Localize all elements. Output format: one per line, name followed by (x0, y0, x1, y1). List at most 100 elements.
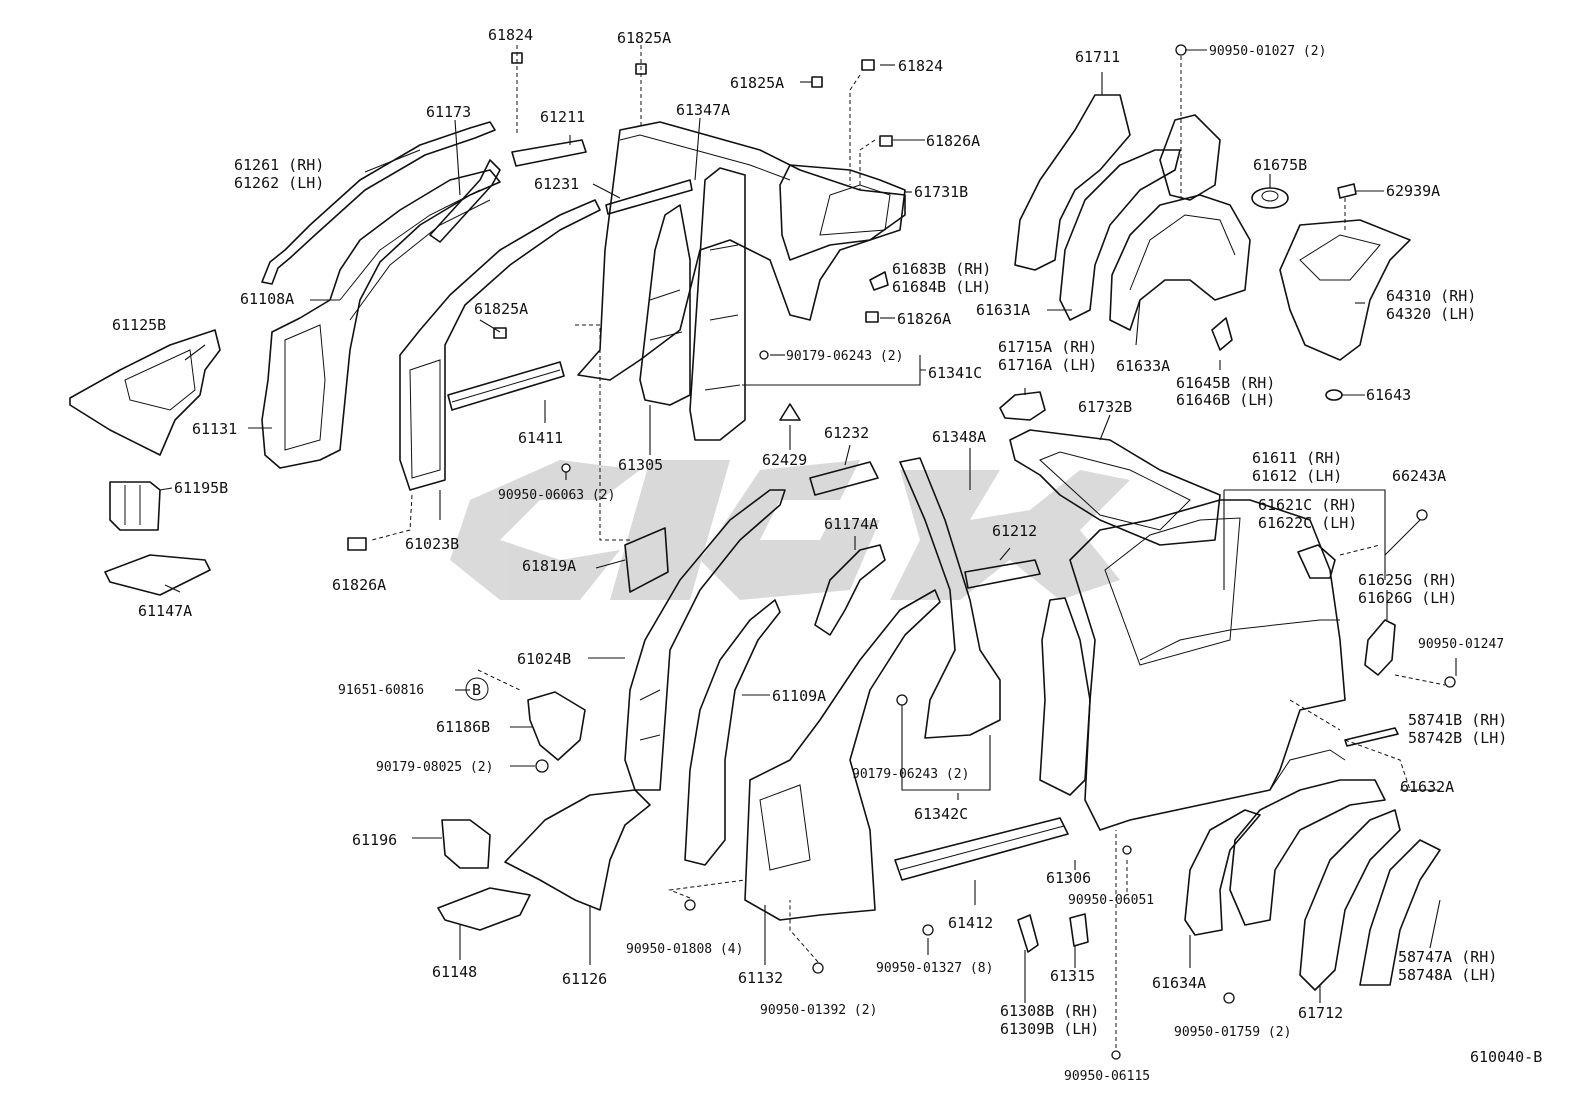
label-61232: 61232 (824, 424, 869, 442)
label-61715a: 61715A (RH) (998, 338, 1097, 356)
label-61186b: 61186B (436, 718, 490, 736)
label-58748a: 58748A (LH) (1398, 966, 1497, 984)
label-61825a-top: 61825A (617, 29, 671, 47)
pad-61819a (624, 527, 669, 593)
pillar-61306 (1039, 597, 1091, 796)
bracket-61645b (1211, 317, 1233, 351)
plate-61147a (104, 554, 211, 596)
label-61211: 61211 (540, 108, 585, 126)
sill-61411 (447, 361, 565, 411)
label-61109a: 61109A (772, 687, 826, 705)
label-61826a-low: 61826A (332, 576, 386, 594)
label-61711: 61711 (1075, 48, 1120, 66)
label-61632a: 61632A (1400, 778, 1454, 796)
bolt-90950-06115 (1111, 1050, 1121, 1060)
quarter-panel-61611 (1069, 499, 1346, 831)
label-61712: 61712 (1298, 1004, 1343, 1022)
pillar-61305 (639, 204, 691, 406)
label-61819a: 61819A (522, 557, 576, 575)
bolt-90950-01808 (684, 899, 696, 911)
label-61621c: 61621C (RH) (1258, 496, 1357, 514)
label-61683b: 61683B (RH) (892, 260, 991, 278)
label-61341c: 61341C (928, 364, 982, 382)
label-90950-01808: 90950-01808 (4) (626, 942, 743, 957)
wheelhouse-61631a (1059, 149, 1181, 321)
label-61633a: 61633A (1116, 357, 1170, 375)
label-61826a-mid: 61826A (897, 310, 951, 328)
label-61625g: 61625G (RH) (1358, 571, 1457, 589)
roof-rail-61261 (261, 121, 496, 285)
clip-61826a-mid (865, 311, 879, 323)
bolt-90179-08025 (535, 759, 549, 773)
figure-code: 610040-B (1470, 1048, 1542, 1066)
bolt-90179-06243a (759, 350, 769, 360)
clip-61826a-top (879, 135, 893, 147)
label-66243a: 66243A (1392, 467, 1446, 485)
pillar-61347a (689, 167, 746, 441)
bolt-90950-06051 (1122, 845, 1132, 855)
label-61645b: 61645B (RH) (1176, 374, 1275, 392)
label-61684b: 61684B (LH) (892, 278, 991, 296)
bracket-61232 (809, 461, 879, 496)
liner-58747a (1359, 839, 1441, 986)
label-61108a: 61108A (240, 290, 294, 308)
clip-61683b (869, 271, 889, 291)
bolt-90179-06243b (896, 694, 908, 706)
labels: 61824 61825A 61825A 61824 61826A 61731B … (112, 26, 1542, 1084)
rail-61211 (511, 139, 587, 167)
plate-61315 (1069, 913, 1089, 947)
bracket-61174a (814, 544, 886, 636)
label-61306: 61306 (1046, 869, 1091, 887)
label-64320: 64320 (LH) (1386, 305, 1476, 323)
bracket-61621c (1297, 544, 1336, 579)
label-61732b: 61732B (1078, 398, 1132, 416)
bracket-61195b (109, 481, 161, 531)
label-90950-06063: 90950-06063 (2) (498, 488, 615, 503)
plate-61308b (1017, 914, 1039, 953)
panel-61731b (779, 164, 906, 261)
label-61411: 61411 (518, 429, 563, 447)
bracket-61125b (69, 329, 221, 456)
bolt-90950-06063 (561, 463, 571, 473)
label-61643: 61643 (1366, 386, 1411, 404)
bracket-61186b (527, 691, 586, 761)
label-61173: 61173 (426, 103, 471, 121)
strip-61173 (429, 159, 501, 243)
label-62429 (779, 403, 801, 421)
label-61612: 61612 (LH) (1252, 467, 1342, 485)
label-62429: 62429 (762, 451, 807, 469)
label-90179-08025: 90179-08025 (2) (376, 760, 493, 775)
label-61024b: 61024B (517, 650, 571, 668)
clip-62939a (1337, 183, 1357, 199)
bracket-64310 (1279, 219, 1411, 361)
pillar-61109a (684, 599, 781, 866)
wheelhouse-61712 (1299, 809, 1401, 991)
bracket-61196 (441, 819, 491, 869)
label-circle-b: B (472, 681, 481, 699)
pillar-61024b (624, 489, 786, 791)
label-58747a: 58747A (RH) (1398, 948, 1497, 966)
bracket-61625g (1364, 619, 1396, 676)
label-58742b: 58742B (LH) (1408, 729, 1507, 747)
pillar-61132 (744, 589, 941, 921)
rail-61212 (964, 559, 1041, 589)
label-61305: 61305 (618, 456, 663, 474)
clip-61825a-left (493, 327, 507, 339)
label-61196: 61196 (352, 831, 397, 849)
bolt-90950-01327 (922, 924, 934, 936)
clip-61825a-mid (811, 76, 823, 88)
label-61212: 61212 (992, 522, 1037, 540)
bolt-66243a (1416, 509, 1428, 521)
clip-61826a-low (347, 537, 367, 551)
label-61412: 61412 (948, 914, 993, 932)
label-61195b: 61195B (174, 479, 228, 497)
label-90950-01759: 90950-01759 (2) (1174, 1025, 1291, 1040)
wheelhouse-61634a (1184, 809, 1261, 936)
label-61308b: 61308B (RH) (1000, 1002, 1099, 1020)
panel-61732b (1009, 429, 1221, 546)
label-61826a-top: 61826A (926, 132, 980, 150)
label-90950-01327: 90950-01327 (8) (876, 961, 993, 976)
label-61611: 61611 (RH) (1252, 449, 1342, 467)
label-90950-06115: 90950-06115 (1064, 1069, 1150, 1084)
